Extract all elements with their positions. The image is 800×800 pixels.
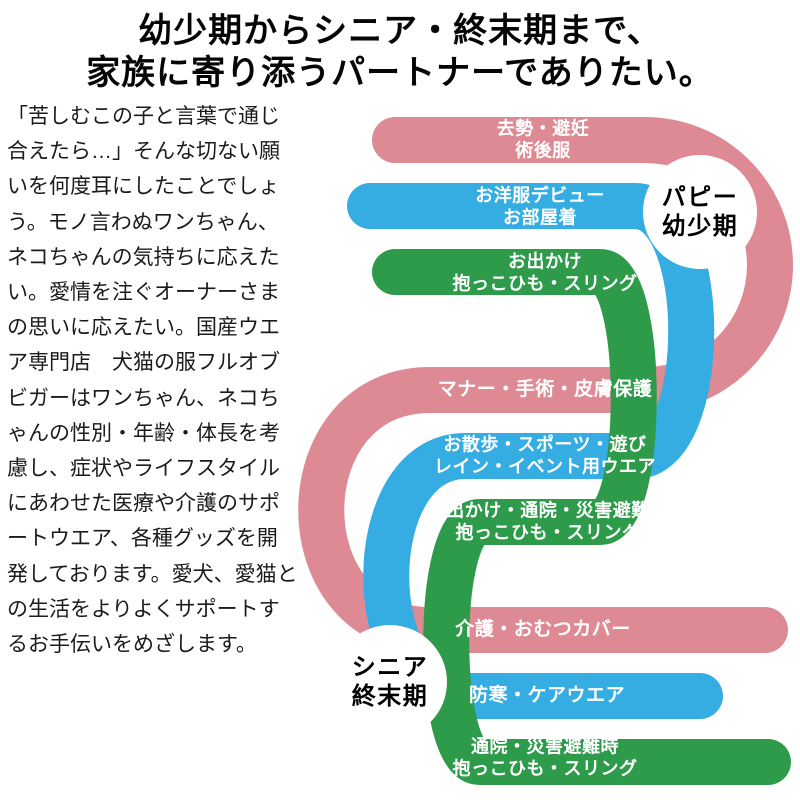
stage-label-puppy-line2: 幼少期 xyxy=(661,213,739,240)
page-title-line2: 家族に寄り添うパートナーでありたい。 xyxy=(86,54,714,92)
band-label-manner-surgery-skin: マナー・手術・皮膚保護 xyxy=(438,379,653,401)
band-label-line: 抱っこひも・スリング xyxy=(452,758,638,778)
stage-label-senior: シニア 終末期 xyxy=(352,653,429,711)
band-label-postsurgery-wear: 去勢・避妊 術後服 xyxy=(497,119,590,162)
band-label-line: 去勢・避妊 xyxy=(496,118,590,139)
band-label-line: 術後服 xyxy=(515,140,571,160)
band-label-line: 通院・災害避難時 xyxy=(471,736,619,757)
band-label-clothing-debut: お洋服デビュー お部屋着 xyxy=(475,186,605,229)
stage-label-senior-line1: シニア xyxy=(351,654,429,681)
band-label-line: お洋服デビュー xyxy=(475,185,605,206)
band-label-line: お出かけ xyxy=(508,251,582,272)
band-label-line: 抱っこひも・スリング xyxy=(455,522,641,542)
band-label-line: 介護・おむつカバー xyxy=(455,619,631,640)
band-label-line: レイン・イベント用ウエア xyxy=(434,456,656,476)
band-label-hospital-evacuation-sling: 通院・災害避難時 抱っこひも・スリング xyxy=(453,737,638,780)
band-label-cold-protection-care: 防寒・ケアウエア xyxy=(469,685,625,707)
band-label-line: お散歩・スポーツ・遊び xyxy=(443,434,647,455)
band-label-care-diaper-cover: 介護・おむつカバー xyxy=(455,619,631,641)
ribbon-green xyxy=(372,249,791,785)
band-label-line: お部屋着 xyxy=(503,207,577,227)
band-label-line: お出かけ・通院・災害避難時 xyxy=(427,500,669,521)
page-title: 幼少期からシニア・終末期まで、 家族に寄り添うパートナーでありたい。 xyxy=(0,10,800,94)
stage-label-senior-line2: 終末期 xyxy=(351,683,429,710)
band-label-outing-hospital-evacuation: お出かけ・通院・災害避難時 抱っこひも・スリング xyxy=(428,501,669,544)
stage-circle-puppy xyxy=(643,155,757,269)
band-label-line: 防寒・ケアウエア xyxy=(468,685,626,706)
stage-circle-senior xyxy=(333,625,447,739)
stage-label-puppy: パピー 幼少期 xyxy=(662,183,739,241)
page-title-line1: 幼少期からシニア・終末期まで、 xyxy=(138,12,662,50)
band-label-outing-sling-puppy: お出かけ 抱っこひも・スリング xyxy=(453,252,638,295)
stage-label-puppy-line1: パピー xyxy=(661,184,739,211)
band-label-line: 抱っこひも・スリング xyxy=(452,273,638,293)
band-label-line: マナー・手術・皮膚保護 xyxy=(437,379,653,400)
band-label-walk-sports-rainwear: お散歩・スポーツ・遊び レイン・イベント用ウエア xyxy=(434,435,656,478)
intro-paragraph: 「苦しむこの子と言葉で通じ合えたら…」そんな切ない願いを何度耳にしたことでしょう… xyxy=(7,105,298,657)
